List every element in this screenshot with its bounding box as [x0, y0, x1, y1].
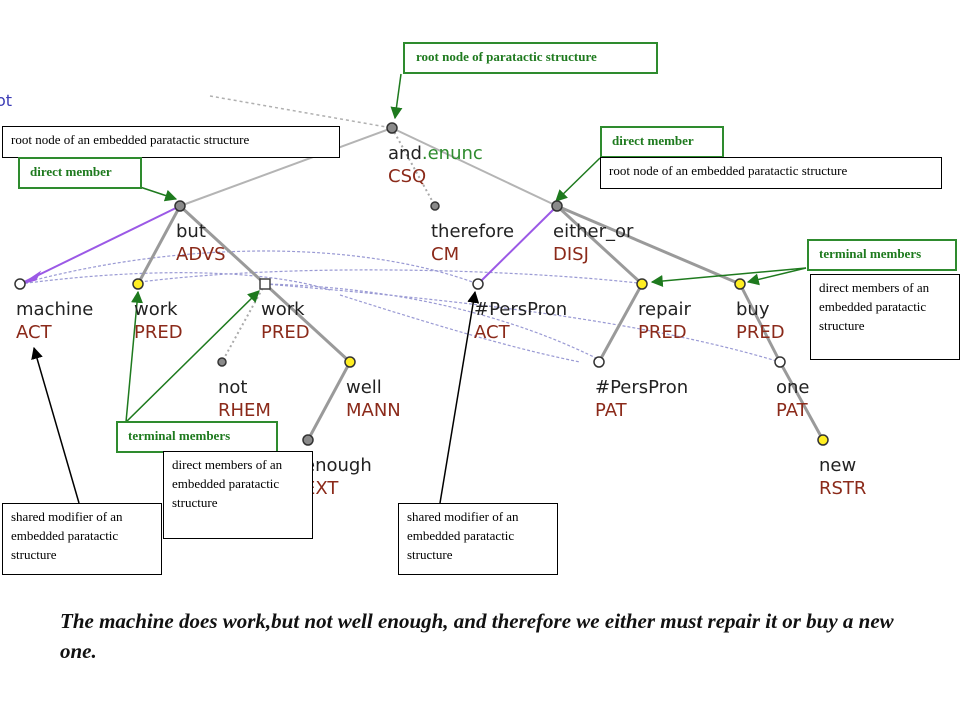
- node-lemma-perspron1: #PersPron: [474, 299, 567, 320]
- callout-terminal-members-left: terminal members: [116, 421, 278, 453]
- coref-link: [19, 272, 331, 291]
- node-functor-well: MANN: [346, 400, 401, 421]
- node-lemma-repair: repair: [638, 299, 692, 320]
- coref-link: [264, 283, 601, 361]
- cropped-fragment: ot: [0, 91, 12, 110]
- node-lemma-buy: buy: [736, 299, 770, 320]
- node-marker-buy: [734, 278, 746, 290]
- callout-arrow: [746, 267, 807, 286]
- node-lemma-enough: enough: [304, 455, 372, 476]
- callout-arrow: [439, 290, 480, 504]
- node-functor-machine: ACT: [16, 322, 53, 343]
- node-functor-therefore: CM: [431, 244, 459, 265]
- node-functor-work2: PRED: [261, 322, 310, 343]
- node-lemma-either_or: either_or: [553, 221, 634, 242]
- node-lemma-work2: work: [261, 299, 305, 320]
- node-lemma-machine: machine: [16, 299, 93, 320]
- node-functor-perspron1: ACT: [474, 322, 511, 343]
- coref-link: [139, 269, 639, 284]
- node-marker-machine: [14, 278, 26, 290]
- tree-edge-work2-well: [263, 282, 352, 364]
- tree-edge-and-but: [179, 127, 393, 207]
- node-marker-new: [817, 434, 829, 446]
- parent-edge: [209, 95, 393, 129]
- node-functor-and: CSQ: [388, 166, 426, 187]
- coref-link: [339, 294, 581, 363]
- node-functor-either_or: DISJ: [553, 244, 589, 265]
- tree-edge-either_or-perspron1: [477, 205, 558, 285]
- callout-shared-modifier-right: shared modifier of an embedded paratacti…: [398, 503, 558, 575]
- member-arrowhead: [21, 270, 42, 285]
- callout-root-paratactic: root node of paratactic structure: [403, 42, 658, 74]
- callout-arrow: [125, 290, 260, 423]
- callout-shared-modifier-left: shared modifier of an embedded paratacti…: [2, 503, 162, 575]
- node-marker-either_or: [551, 200, 563, 212]
- node-functor-but: ADVS: [176, 244, 226, 265]
- callout-terminal-members-right: terminal members: [807, 239, 957, 271]
- node-functor-repair: PRED: [638, 322, 687, 343]
- callout-direct-member-left: direct member: [18, 157, 142, 189]
- tree-edge-buy-one: [738, 283, 782, 363]
- node-lemma-but: but: [176, 221, 206, 242]
- callout-arrow: [125, 290, 143, 423]
- node-functor-perspron2: PAT: [595, 400, 628, 421]
- node-functor-one: PAT: [776, 400, 809, 421]
- node-functor-not: RHEM: [218, 400, 271, 421]
- node-marker-repair: [636, 278, 648, 290]
- tree-edge-either_or-repair: [555, 204, 644, 286]
- node-lemma-perspron2: #PersPron: [595, 377, 688, 398]
- node-functor-work1: PRED: [134, 322, 183, 343]
- tree-edge-either_or-buy: [556, 204, 741, 286]
- node-lemma-not: not: [218, 377, 247, 398]
- node-marker-work2: [259, 278, 271, 290]
- node-functor-new: RSTR: [819, 478, 866, 499]
- node-marker-work1: [132, 278, 144, 290]
- tree-edge-but-work1: [136, 205, 182, 285]
- node-marker-and: [386, 122, 398, 134]
- tree-edge-repair-perspron2: [597, 283, 644, 363]
- node-functor-buy: PRED: [736, 322, 785, 343]
- node-lemma-one: one: [776, 377, 810, 398]
- node-marker-perspron1: [472, 278, 484, 290]
- node-lemma-new: new: [819, 455, 856, 476]
- coref-link: [19, 250, 479, 285]
- node-marker-therefore: [430, 201, 440, 211]
- tree-edge-work2-not: [221, 283, 266, 363]
- node-lemma-and: and.enunc: [388, 143, 483, 164]
- callout-arrow: [31, 346, 80, 504]
- node-lemma-therefore: therefore: [431, 221, 514, 242]
- tree-edge-and-either_or: [391, 127, 558, 207]
- callout-root-embedded-right: root node of an embedded paratactic stru…: [600, 157, 942, 189]
- tree-edge-well-enough: [306, 361, 352, 441]
- node-marker-but: [174, 200, 186, 212]
- tree-edge-but-work2: [178, 204, 267, 286]
- callout-arrow: [555, 157, 601, 202]
- callout-direct-member-right: direct member: [600, 126, 724, 158]
- tree-edges: [19, 127, 825, 441]
- callout-root-embedded-left: root node of an embedded paratactic stru…: [2, 126, 340, 158]
- node-marker-one: [774, 356, 786, 368]
- node-marker-well: [344, 356, 356, 368]
- example-sentence: The machine does work,but not well enoug…: [60, 609, 894, 663]
- node-lemma-work1: work: [134, 299, 178, 320]
- callout-direct-members-left: direct members of an embedded paratactic…: [163, 451, 313, 539]
- node-lemma-suffix: .enunc: [422, 143, 483, 164]
- coreference-links: [19, 250, 781, 363]
- tree-edge-but-machine: [19, 205, 181, 285]
- node-marker-perspron2: [593, 356, 605, 368]
- callout-arrow: [390, 73, 403, 120]
- node-marker-enough: [302, 434, 314, 446]
- node-marker-not: [217, 357, 227, 367]
- tree-edge-one-new: [778, 361, 825, 441]
- callout-direct-members-right: direct members of an embedded paratactic…: [810, 274, 960, 360]
- node-lemma-well: well: [346, 377, 382, 398]
- callout-arrow: [650, 267, 807, 287]
